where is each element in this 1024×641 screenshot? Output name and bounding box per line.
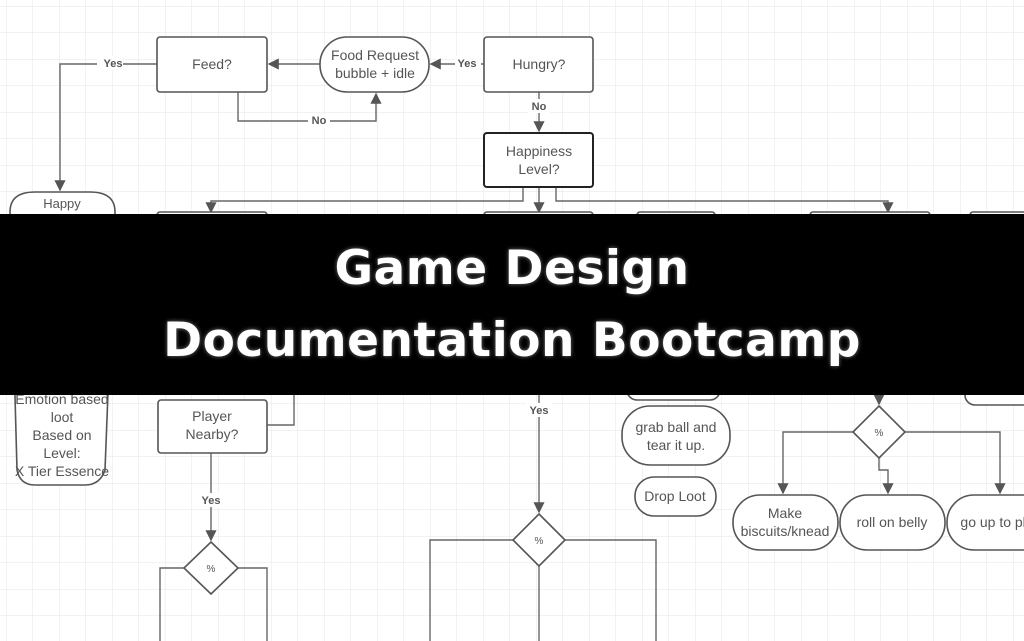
node-drop-loot: Drop Loot [634,476,717,517]
svg-text:bubble + idle: bubble + idle [335,65,415,81]
svg-text:Feed?: Feed? [192,56,232,72]
svg-text:Make: Make [768,505,802,521]
title-line-1: Game Design [334,240,690,296]
node-grab-ball: grab ball and tear it up. [621,405,731,466]
node-player-nearby: Player Nearby? [157,399,268,454]
title-line-2: Documentation Bootcamp [163,312,861,368]
svg-text:go up to pla: go up to pla [960,514,1024,530]
edge-label-yes: Yes [530,405,549,417]
svg-text:Happy: Happy [43,196,81,211]
node-roll-on-belly: roll on belly [839,494,946,551]
svg-text:roll on belly: roll on belly [857,514,928,530]
svg-text:X Tier Essence: X Tier Essence [15,463,109,479]
node-hungry: Hungry? [483,36,594,93]
node-chance-left: % [182,540,240,596]
svg-text:Emotion based: Emotion based [15,391,108,407]
svg-text:Food Request: Food Request [331,47,419,63]
node-food-request: Food Request bubble + idle [319,36,430,93]
edge-label-no: No [532,101,547,113]
node-chance-center: % [511,512,567,568]
svg-text:Player: Player [192,408,232,424]
svg-text:biscuits/knead: biscuits/knead [741,523,830,539]
svg-text:Hungry?: Hungry? [513,56,566,72]
edge-label-yes: Yes [104,58,123,70]
svg-text:loot: loot [51,409,74,425]
svg-text:Level?: Level? [518,161,559,177]
svg-text:Happiness: Happiness [506,143,572,159]
svg-text:%: % [535,536,544,547]
svg-text:tear it up.: tear it up. [647,437,705,453]
svg-text:%: % [207,564,216,575]
node-feed: Feed? [156,36,268,93]
svg-text:%: % [875,428,884,439]
node-go-up: go up to pla [946,494,1024,551]
node-chance-right: % [851,404,907,460]
edge-label-no: No [312,115,327,127]
svg-text:Based on: Based on [32,427,91,443]
svg-text:Drop Loot: Drop Loot [644,488,706,504]
edge-label-yes: Yes [458,58,477,70]
node-make-biscuits: Make biscuits/knead [732,494,839,551]
title-banner: Game Design Documentation Bootcamp [0,214,1024,395]
node-happiness-level: Happiness Level? [483,132,594,188]
svg-text:grab ball and: grab ball and [636,419,717,435]
svg-text:Level:: Level: [43,445,80,461]
edge-label-yes: Yes [202,495,221,507]
svg-text:Nearby?: Nearby? [186,426,239,442]
